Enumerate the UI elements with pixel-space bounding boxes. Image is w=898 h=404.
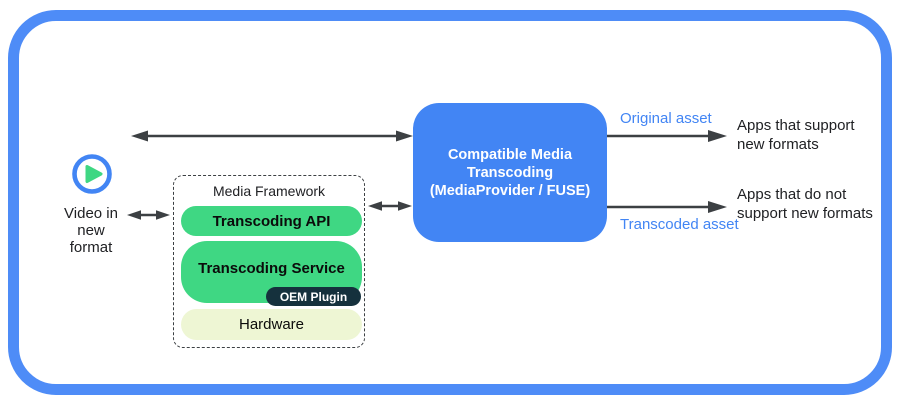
oem-plugin-label: OEM Plugin <box>279 289 348 304</box>
transcoded-asset-label: Transcoded asset <box>620 216 739 233</box>
compatible-media-transcoding-box: Compatible Media Transcoding (MediaProvi… <box>413 103 607 242</box>
media-framework-title: Media Framework <box>212 183 326 199</box>
original-asset-label: Original asset <box>620 110 712 127</box>
transcoding-service-label: Transcoding Service <box>198 259 345 277</box>
transcoding-box-title: Compatible Media Transcoding <box>447 146 573 181</box>
transcoding-box-subtitle: (MediaProvider / FUSE) <box>429 182 591 199</box>
hardware-label: Hardware <box>238 316 305 333</box>
play-circle-icon <box>72 154 112 194</box>
transcoding-api-label: Transcoding API <box>212 212 331 230</box>
hardware-pill: Hardware <box>181 309 362 340</box>
video-format-label: Video in new format <box>64 205 118 256</box>
media-framework-box <box>173 175 365 348</box>
oem-plugin-pill: OEM Plugin <box>266 287 361 306</box>
apps-support-label: Apps that support new formats <box>737 117 855 153</box>
transcoding-api-pill: Transcoding API <box>181 206 362 236</box>
outer-frame-border <box>8 10 892 395</box>
apps-no-support-label: Apps that do not support new formats <box>737 186 873 222</box>
